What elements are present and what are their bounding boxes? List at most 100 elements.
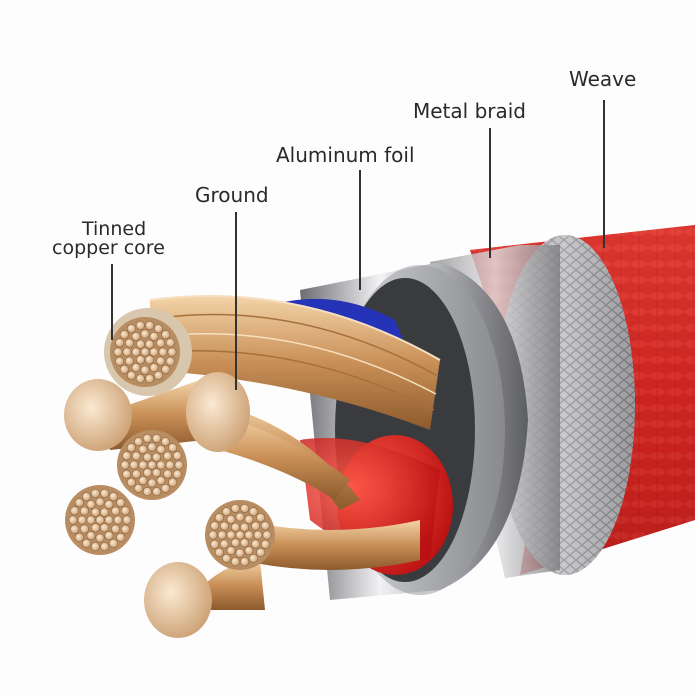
strand-end: [119, 330, 129, 340]
strand-end: [100, 542, 110, 552]
strand-end: [90, 488, 100, 498]
strand-end: [143, 468, 153, 478]
strand-end: [165, 338, 175, 348]
strand-end: [222, 553, 232, 563]
strand-end: [249, 553, 259, 563]
strand-end: [119, 364, 129, 374]
tinned-copper-core-label-line2: copper core: [52, 237, 165, 259]
strand-end: [163, 451, 173, 461]
strand-end: [244, 546, 254, 556]
strand-end: [120, 506, 130, 516]
strand-end: [111, 506, 121, 516]
strand-end: [140, 329, 150, 339]
strand-end: [95, 533, 105, 543]
strand-end: [135, 374, 145, 384]
strand-end: [136, 355, 146, 365]
strand-end: [156, 338, 166, 348]
weave-label: Weave: [569, 67, 637, 91]
strand-end: [158, 347, 168, 357]
strand-end: [116, 498, 126, 508]
strand-end: [154, 324, 164, 334]
tinned-copper-strands-left: [65, 485, 135, 555]
strand-end: [90, 542, 100, 552]
strand-end: [74, 498, 84, 508]
strand-end: [126, 443, 136, 453]
ground-conductors: [64, 372, 350, 638]
strand-end: [262, 530, 272, 540]
strand-end: [256, 547, 266, 557]
strand-end: [111, 524, 121, 534]
strand-end: [145, 320, 155, 330]
strand-end: [156, 444, 166, 454]
strand-end: [100, 523, 110, 533]
aluminum-foil-label: Aluminum foil: [276, 143, 415, 167]
strand-end: [251, 521, 261, 531]
strand-end: [244, 530, 254, 540]
strand-end: [230, 557, 240, 567]
ground-label: Ground: [195, 183, 269, 207]
strand-end: [104, 499, 114, 509]
strand-end: [109, 538, 119, 548]
strand-end: [79, 506, 89, 516]
strand-end: [208, 530, 218, 540]
strand-end: [138, 460, 148, 470]
strand-end: [104, 531, 114, 541]
strand-end: [145, 355, 155, 365]
strand-end: [161, 483, 171, 493]
strand-end: [174, 460, 184, 470]
strand-end: [249, 507, 259, 517]
strand-end: [231, 522, 241, 532]
strand-end: [256, 513, 266, 523]
strand-end: [127, 370, 137, 380]
strand-end: [230, 503, 240, 513]
strand-end: [116, 532, 126, 542]
strand-end: [79, 524, 89, 534]
strand-end: [163, 469, 173, 479]
strand-end: [115, 338, 125, 348]
strand-end: [240, 503, 250, 513]
strand-end: [260, 539, 270, 549]
tinned-copper-core-label-line1: Tinned: [82, 218, 147, 240]
strand-end: [235, 548, 245, 558]
strand-end: [152, 487, 162, 497]
strand-end: [91, 507, 101, 517]
strand-end: [95, 515, 105, 525]
strand-end: [113, 347, 123, 357]
strand-end: [152, 452, 162, 462]
strand-end: [86, 531, 96, 541]
strand-end: [226, 530, 236, 540]
strand-end: [152, 433, 162, 443]
strand-end: [210, 539, 220, 549]
strand-end: [136, 339, 146, 349]
strand-end: [70, 506, 80, 516]
strand-end: [143, 452, 153, 462]
strand-end: [68, 515, 78, 525]
strand-end: [115, 356, 125, 366]
strand-end: [161, 364, 171, 374]
strand-end: [104, 515, 114, 525]
strand-end: [74, 532, 84, 542]
strand-end: [122, 347, 132, 357]
strand-end: [122, 515, 132, 525]
strand-end: [253, 530, 263, 540]
strand-end: [149, 331, 159, 341]
strand-end: [142, 487, 152, 497]
strand-end: [126, 477, 136, 487]
strand-end: [244, 514, 254, 524]
strand-end: [135, 320, 145, 330]
strand-end: [122, 451, 132, 461]
tinned-copper-strands-top: [110, 317, 180, 387]
tinned-copper-strands-middle: [117, 430, 187, 500]
strand-end: [82, 538, 92, 548]
strand-end: [142, 433, 152, 443]
strand-end: [161, 330, 171, 340]
strand-end: [152, 468, 162, 478]
strand-end: [134, 437, 144, 447]
strand-end: [235, 530, 245, 540]
strand-end: [156, 476, 166, 486]
strand-end: [210, 521, 220, 531]
strand-end: [217, 530, 227, 540]
strand-end: [122, 469, 132, 479]
strand-end: [222, 507, 232, 517]
